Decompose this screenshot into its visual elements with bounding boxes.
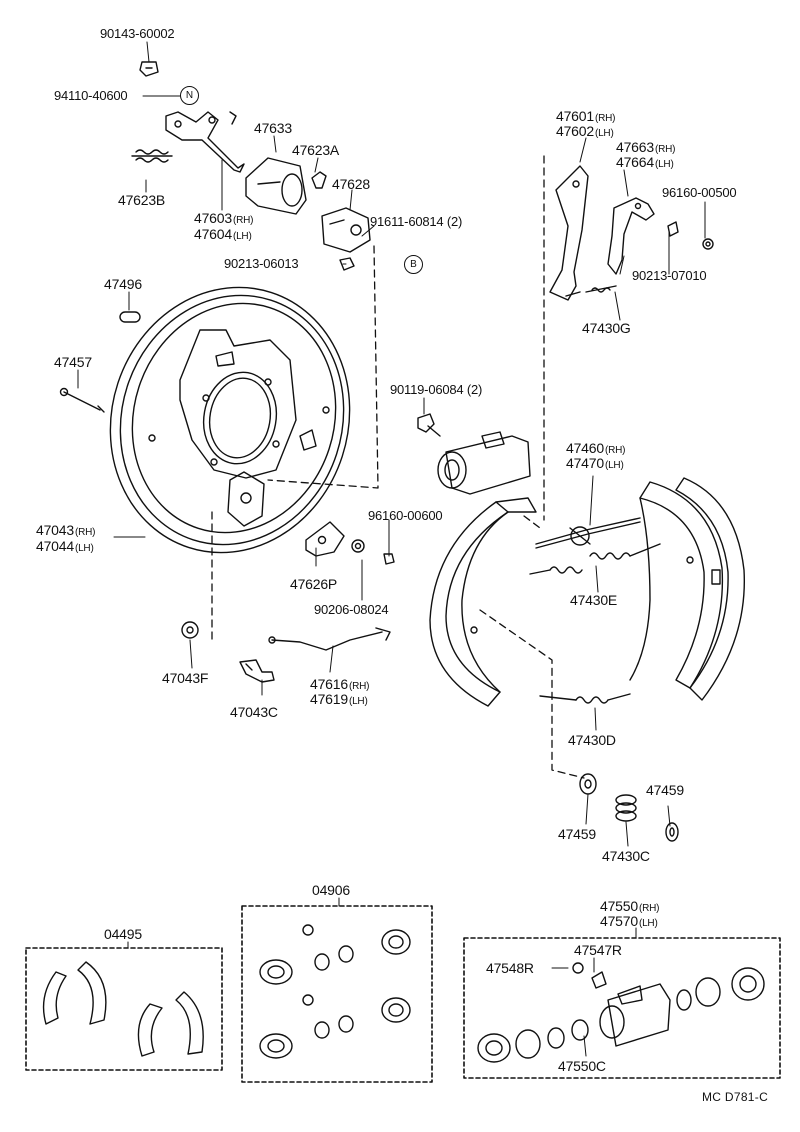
bracket-47626P <box>305 521 345 557</box>
brake-shoe-left <box>429 497 537 707</box>
adjusting-lever-47663 <box>607 197 655 275</box>
label-47430C: 47430C <box>602 848 650 864</box>
cover-47633 <box>245 157 307 215</box>
pin-47623A <box>311 171 327 189</box>
clip-90213-06013 <box>339 257 355 271</box>
diagram-code: MC D781-C <box>702 1090 769 1104</box>
label-47550: 47550(RH) <box>600 898 660 914</box>
label-47619: 47619(LH) <box>310 691 368 707</box>
label-47459-left: 47459 <box>558 826 596 842</box>
label-96160-00600: 96160-00600 <box>368 508 443 523</box>
label-47043C: 47043C <box>230 704 278 720</box>
bellcrank-47628 <box>321 207 371 253</box>
spring-47430C <box>615 794 637 822</box>
label-90143-60002: 90143-60002 <box>100 26 175 41</box>
plug-47496 <box>119 311 141 323</box>
label-47601: 47601(RH) <box>556 108 616 124</box>
retainer-47459a <box>579 773 597 795</box>
bolt-47043F <box>181 621 199 639</box>
bolt-90143 <box>139 61 159 77</box>
kit-box-04495 <box>25 947 223 1071</box>
kit-04906-parts <box>259 924 411 1059</box>
label-47623A: 47623A <box>292 142 340 158</box>
washer-96160-00600 <box>351 539 365 553</box>
kit-04495-shoes <box>42 961 204 1057</box>
label-90213-07010: 90213-07010 <box>632 268 707 283</box>
pin-47457 <box>59 387 105 413</box>
kit-box-04906 <box>241 905 433 1083</box>
dashed-guides <box>211 155 585 779</box>
parking-lever-47601 <box>549 165 589 301</box>
kit-box-47550 <box>463 937 781 1079</box>
spring-47430G <box>585 285 617 293</box>
label-47604: 47604(LH) <box>194 226 252 242</box>
label-47603: 47603(RH) <box>194 210 254 226</box>
label-47664: 47664(LH) <box>616 154 674 170</box>
label-kit-04495: 04495 <box>104 926 142 942</box>
backing-plate-47043 <box>109 286 351 554</box>
label-47570: 47570(LH) <box>600 913 658 929</box>
bolt-47043C <box>239 659 275 683</box>
wheel-cylinder-mid <box>437 431 531 495</box>
label-47430D: 47430D <box>568 732 616 748</box>
label-47633: 47633 <box>254 120 292 136</box>
leader-lines <box>77 41 706 1057</box>
label-47459-right: 47459 <box>646 782 684 798</box>
label-47457: 47457 <box>54 354 92 370</box>
label-47548R: 47548R <box>486 960 534 976</box>
parking-lever-47603 <box>165 111 245 173</box>
washer-96160-00500 <box>702 238 714 250</box>
brake-shoe-right <box>629 477 746 701</box>
marker-b: B <box>404 255 423 274</box>
label-47043: 47043(RH) <box>36 522 96 538</box>
cable-47616 <box>268 627 391 651</box>
label-47470: 47470(LH) <box>566 455 624 471</box>
label-47623B: 47623B <box>118 192 166 208</box>
label-47547R: 47547R <box>574 942 622 958</box>
label-47663: 47663(RH) <box>616 139 676 155</box>
wheel-cylinder-47550 <box>477 962 765 1063</box>
bolt-90119 <box>417 413 441 437</box>
label-90206-08024: 90206-08024 <box>314 602 389 617</box>
spring-47430E <box>529 543 661 575</box>
label-47043F: 47043F <box>162 670 209 686</box>
nut-90206 <box>383 553 395 565</box>
label-47628: 47628 <box>332 176 370 192</box>
label-94110-40600: 94110-40600 <box>54 88 128 103</box>
adjuster-47460 <box>535 517 641 549</box>
label-47626P: 47626P <box>290 576 338 592</box>
label-47460: 47460(RH) <box>566 440 626 456</box>
label-96160-00500: 96160-00500 <box>662 185 737 200</box>
label-47430E: 47430E <box>570 592 618 608</box>
label-47044: 47044(LH) <box>36 538 94 554</box>
label-47616: 47616(RH) <box>310 676 370 692</box>
label-kit-04906: 04906 <box>312 882 350 898</box>
label-47430G: 47430G <box>582 320 631 336</box>
retainer-47459b <box>665 822 679 842</box>
spring-47430D <box>539 693 631 704</box>
label-90213-06013: 90213-06013 <box>224 256 299 271</box>
marker-n: N <box>180 86 199 105</box>
clip-90213-07010 <box>667 221 679 237</box>
label-90119-06084: 90119-06084 (2) <box>390 382 483 397</box>
spring-47623B <box>131 149 173 163</box>
label-47602: 47602(LH) <box>556 123 614 139</box>
label-91611-60814: 91611-60814 (2) <box>370 214 463 229</box>
label-47550C: 47550C <box>558 1058 606 1074</box>
label-47496: 47496 <box>104 276 142 292</box>
